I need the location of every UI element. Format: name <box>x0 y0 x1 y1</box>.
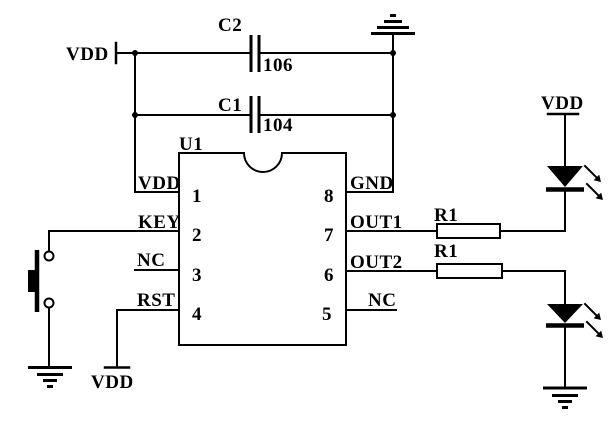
vdd-led-label: VDD <box>541 93 584 114</box>
pin1-label: VDD <box>138 173 181 194</box>
ground-button-icon <box>28 366 72 388</box>
ic-notch-icon <box>242 151 284 173</box>
pin3-number: 3 <box>192 265 202 286</box>
wire-r1-to-led1 <box>499 189 566 232</box>
junction-dot <box>390 50 396 56</box>
wire-gnd-vertical-right <box>345 33 394 193</box>
led2 <box>546 302 603 338</box>
ground-led2-icon <box>543 386 587 409</box>
pin5-label: NC <box>368 290 396 311</box>
wire-r1-to-led2 <box>501 270 566 305</box>
pin3-label: NC <box>137 250 165 271</box>
pin4-number: 4 <box>192 304 202 325</box>
wire-rst-to-vdd <box>116 309 180 369</box>
vdd-source-left: VDD <box>66 41 118 65</box>
junction-dot <box>132 50 138 56</box>
resistor-r1-out1: R1 <box>434 205 501 239</box>
pin7-number: 7 <box>324 225 334 246</box>
r1b-ref: R1 <box>434 241 458 262</box>
button-contact <box>43 250 55 262</box>
pin2-number: 2 <box>192 225 202 246</box>
capacitor-c1: C1 104 <box>218 95 293 136</box>
pin6-label: OUT2 <box>350 252 403 273</box>
r1a-ref: R1 <box>434 205 458 226</box>
pin8-number: 8 <box>324 186 334 207</box>
capacitor-c2: C2 106 <box>218 15 293 76</box>
resistor-body <box>436 263 503 279</box>
ic-u1: U1 VDD KEY NC RST 1 2 3 4 GND OUT1 OUT2 … <box>137 134 403 346</box>
vdd-rst-label: VDD <box>91 372 134 393</box>
c1-value: 104 <box>263 115 293 136</box>
ground-top-icon <box>371 14 415 35</box>
junction-dot <box>132 112 138 118</box>
vdd-source-led1: VDD <box>541 93 584 116</box>
vdd-left-label: VDD <box>66 44 109 65</box>
led-light-arrows-icon <box>583 302 603 338</box>
wire-key-to-button <box>48 230 180 253</box>
resistor-r1-out2: R1 <box>434 241 503 279</box>
led-light-arrows-icon <box>583 164 603 200</box>
wire-vdd-vertical-left <box>134 52 180 193</box>
junction-dot <box>390 112 396 118</box>
pin4-label: RST <box>137 290 175 311</box>
button-plunger <box>28 270 36 292</box>
resistor-body <box>436 223 501 239</box>
c2-ref: C2 <box>218 15 242 36</box>
pin6-number: 6 <box>324 265 334 286</box>
ic-ref: U1 <box>179 134 203 155</box>
push-button <box>28 250 55 312</box>
led1 <box>546 164 603 200</box>
c2-value: 106 <box>263 55 293 76</box>
pin7-label: OUT1 <box>350 212 403 233</box>
wires <box>48 33 566 389</box>
led-triangle-icon <box>547 304 583 323</box>
led-triangle-icon <box>547 166 583 187</box>
pin8-label: GND <box>350 173 394 194</box>
c1-ref: C1 <box>218 95 242 116</box>
ic-body <box>178 152 347 346</box>
pin2-label: KEY <box>138 212 181 233</box>
button-contact <box>43 297 55 309</box>
vdd-source-rst: VDD <box>91 366 134 393</box>
pin1-number: 1 <box>192 186 202 207</box>
pin5-number: 5 <box>322 304 332 325</box>
